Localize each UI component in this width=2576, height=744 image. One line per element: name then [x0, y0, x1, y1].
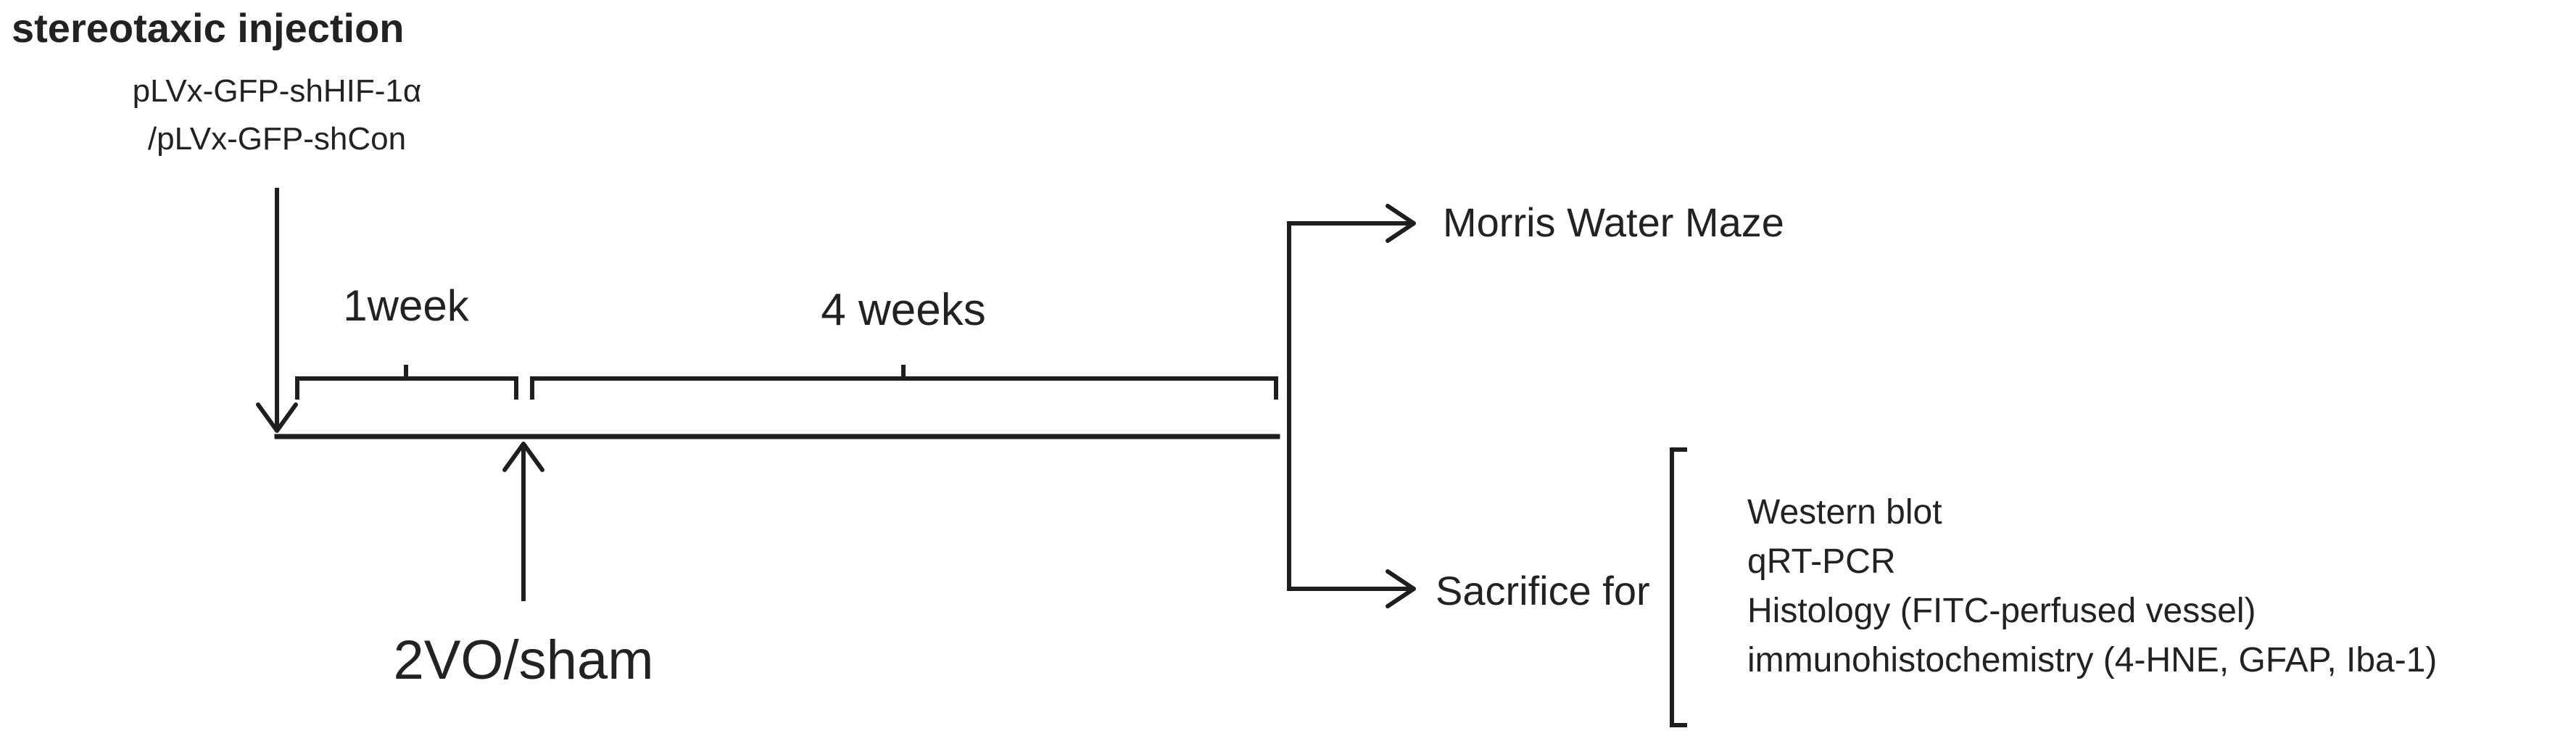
surgery-label: 2VO/sham [393, 629, 653, 691]
brace-1week [295, 365, 518, 400]
injection-arrow-head [256, 402, 298, 433]
injection-construct-2: /pLVx-GFP-shCon [148, 121, 406, 157]
period-4weeks-label: 4 weeks [821, 285, 985, 335]
outcome-sacrifice-label: Sacrifice for [1436, 568, 1650, 613]
assay-item-histology: Histology (FITC-perfused vessel) [1747, 592, 2256, 630]
branch-arrow-top-head [1386, 204, 1416, 243]
assay-bracket [1670, 447, 1687, 727]
outcome-behavior-label: Morris Water Maze [1443, 199, 1784, 245]
injection-construct-1: pLVx-GFP-shHIF-1α [133, 73, 422, 109]
surgery-arrow-head [502, 442, 544, 472]
assay-item-western-blot: Western blot [1747, 493, 1942, 532]
injection-title: stereotaxic injection [12, 5, 405, 51]
assay-item-immunohistochemistry: immunohistochemistry (4-HNE, GFAP, Iba-1… [1747, 641, 2437, 679]
assay-item-qrt-pcr: qRT-PCR [1747, 542, 1896, 581]
period-1week-label: 1week [343, 281, 469, 330]
brace-4weeks [530, 365, 1278, 400]
branch-arrow-bottom-head [1386, 569, 1416, 608]
